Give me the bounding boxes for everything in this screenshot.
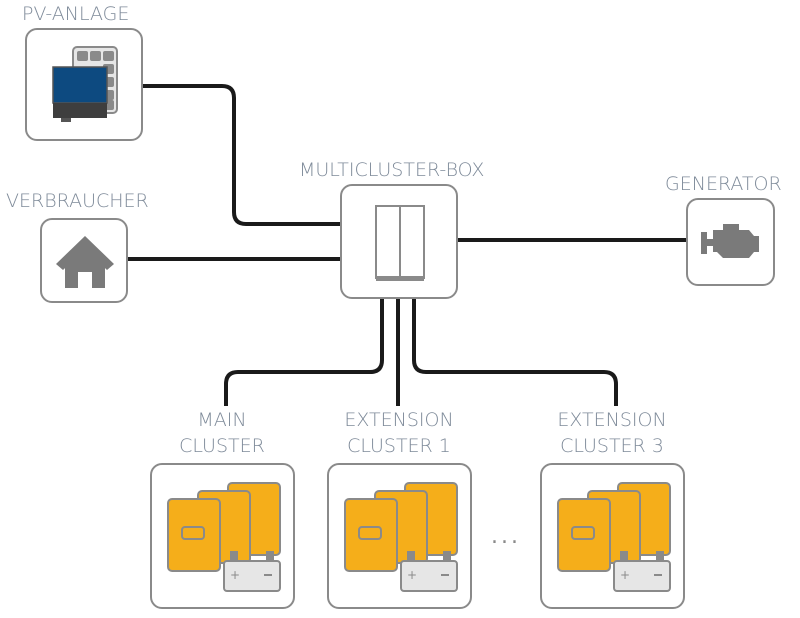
- extension-cluster-3-node[interactable]: +: [540, 463, 685, 609]
- generator-node[interactable]: [686, 198, 775, 286]
- extension-cluster-1-node[interactable]: +: [327, 463, 472, 609]
- extension-cluster-1-label-line1: EXTENSION: [344, 409, 454, 431]
- extension-cluster-1-label-line2: CLUSTER 1: [347, 435, 451, 457]
- multicluster-label: MULTICLUSTER-BOX: [299, 159, 485, 181]
- solar-inverter-icon: [52, 46, 118, 122]
- inverters-battery-icon: +: [344, 482, 458, 592]
- consumer-node[interactable]: [40, 218, 128, 303]
- engine-icon: [701, 224, 759, 258]
- multicluster-node[interactable]: [340, 184, 458, 299]
- svg-text:+: +: [230, 568, 240, 582]
- consumer-label: VERBRAUCHER: [6, 190, 149, 212]
- extension-cluster-3-label-line1: EXTENSION: [557, 409, 667, 431]
- house-icon: [56, 236, 114, 288]
- pv-node[interactable]: [25, 28, 143, 141]
- wire-multicluster-to-main-cluster: [224, 298, 384, 406]
- inverters-battery-icon: +: [167, 482, 281, 592]
- wire-pv-to-multicluster: [142, 84, 340, 226]
- main-cluster-label-line2: CLUSTER: [179, 435, 265, 457]
- main-cluster-node[interactable]: +: [150, 463, 295, 609]
- svg-text:+: +: [620, 568, 630, 582]
- main-cluster-label-line1: MAIN: [197, 409, 247, 431]
- generator-label: GENERATOR: [665, 173, 782, 195]
- more-clusters-ellipsis: ...: [491, 524, 521, 549]
- pv-label: PV-ANLAGE: [22, 3, 130, 25]
- svg-text:+: +: [407, 568, 417, 582]
- inverters-battery-icon: +: [557, 482, 671, 592]
- wire-multicluster-to-extension-3: [412, 298, 618, 406]
- extension-cluster-3-label-line2: CLUSTER 3: [560, 435, 664, 457]
- switch-cabinet-icon: [375, 205, 425, 281]
